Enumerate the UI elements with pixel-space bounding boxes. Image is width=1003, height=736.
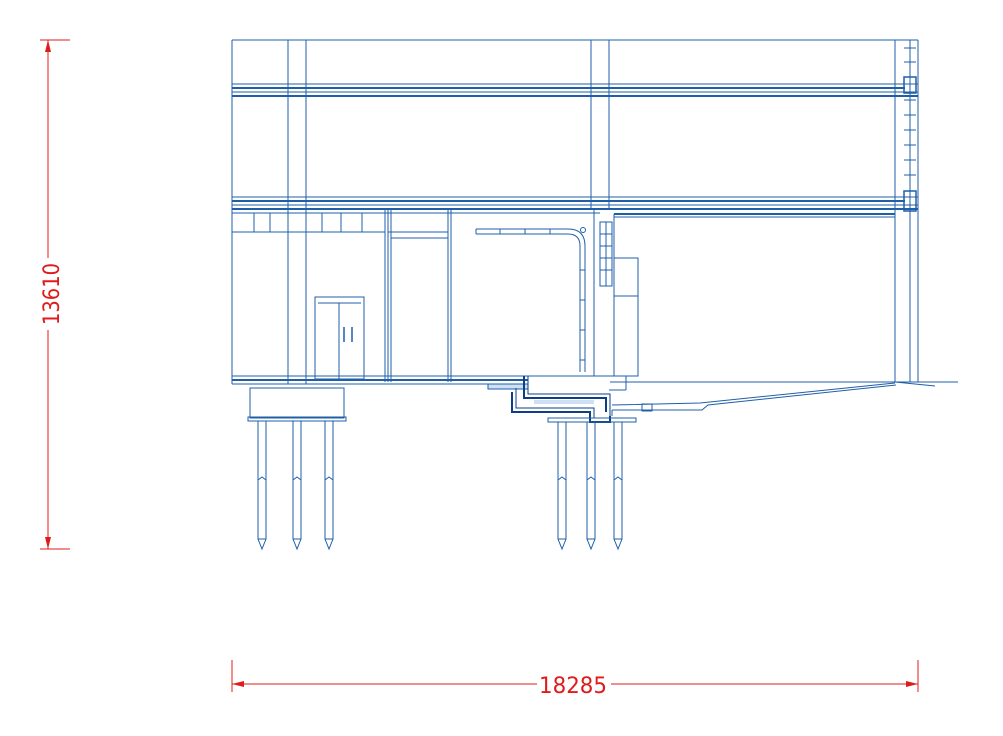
entrance-ramp <box>611 382 897 416</box>
vertical-dimension-label: 13610 <box>40 263 65 325</box>
ground-slab <box>232 375 958 391</box>
vertical-dimension-top-arrow <box>45 40 51 52</box>
vertical-dimension <box>36 39 70 550</box>
left-piles <box>257 420 334 551</box>
horizontal-dimension-right-arrow <box>906 681 918 687</box>
column-middle <box>590 40 610 210</box>
pile <box>292 420 302 551</box>
horizontal-dimension-left-arrow <box>232 681 244 687</box>
pile <box>257 420 267 551</box>
stair-wall <box>593 210 895 377</box>
ground-floor-left-room <box>232 210 600 382</box>
column-left <box>287 40 307 384</box>
right-facade-wall <box>903 47 917 212</box>
pile <box>324 420 334 551</box>
pile <box>613 421 623 551</box>
right-piles <box>557 421 623 551</box>
left-pile-cap <box>247 387 347 422</box>
double-door <box>314 296 365 380</box>
upper-floor-slab <box>232 83 918 97</box>
middle-floor-slab <box>232 196 918 210</box>
curved-duct <box>475 227 586 372</box>
vertical-dimension-bottom-arrow <box>45 537 51 549</box>
stepped-foundation <box>511 376 611 423</box>
pile <box>586 421 596 551</box>
building-structure <box>231 39 958 551</box>
pile <box>557 421 567 551</box>
horizontal-dimension <box>231 660 919 696</box>
horizontal-dimension-label: 18285 <box>539 674 607 699</box>
